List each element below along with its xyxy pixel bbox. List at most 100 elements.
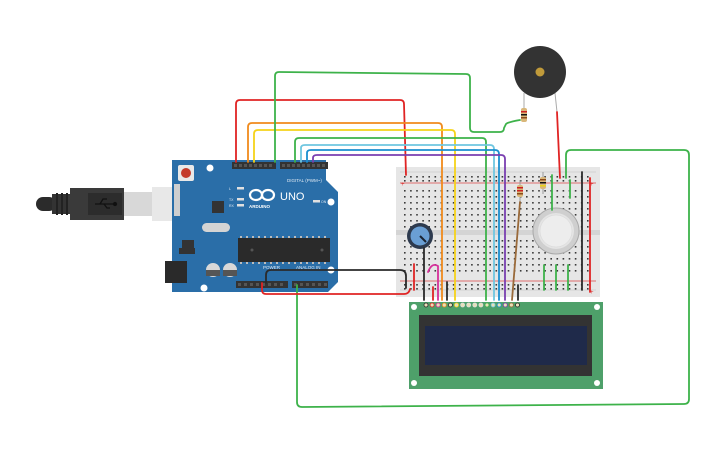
breadboard-hole[interactable] bbox=[550, 270, 552, 272]
breadboard-hole[interactable] bbox=[422, 270, 424, 272]
breadboard-hole[interactable] bbox=[483, 180, 485, 182]
breadboard-hole[interactable] bbox=[446, 176, 449, 178]
breadboard-hole[interactable] bbox=[574, 288, 577, 290]
breadboard-hole[interactable] bbox=[556, 288, 559, 290]
breadboard-hole[interactable] bbox=[458, 284, 461, 286]
wire-pink[interactable] bbox=[427, 263, 439, 301]
breadboard-hole[interactable] bbox=[587, 284, 589, 286]
breadboard-hole[interactable] bbox=[562, 264, 565, 266]
breadboard-hole[interactable] bbox=[483, 246, 485, 248]
breadboard-hole[interactable] bbox=[495, 220, 498, 222]
breadboard-hole[interactable] bbox=[501, 288, 504, 290]
breadboard-hole[interactable] bbox=[544, 264, 546, 266]
breadboard-hole[interactable] bbox=[465, 202, 467, 204]
breadboard-hole[interactable] bbox=[532, 176, 534, 178]
breadboard-hole[interactable] bbox=[477, 202, 479, 204]
breadboard-hole[interactable] bbox=[532, 190, 534, 192]
wire-lightblue[interactable] bbox=[300, 144, 495, 301]
breadboard-hole[interactable] bbox=[574, 180, 577, 182]
breadboard-hole[interactable] bbox=[489, 258, 491, 260]
breadboard-hole[interactable] bbox=[416, 220, 418, 222]
breadboard-hole[interactable] bbox=[532, 288, 534, 290]
breadboard-hole[interactable] bbox=[532, 252, 534, 254]
breadboard-hole[interactable] bbox=[538, 284, 540, 286]
breadboard-hole[interactable] bbox=[538, 252, 540, 254]
breadboard-hole[interactable] bbox=[458, 208, 461, 210]
breadboard-hole[interactable] bbox=[446, 208, 449, 210]
breadboard-hole[interactable] bbox=[404, 214, 406, 216]
breadboard-hole[interactable] bbox=[507, 270, 510, 272]
breadboard-hole[interactable] bbox=[404, 252, 406, 254]
breadboard-hole[interactable] bbox=[501, 220, 504, 222]
breadboard-hole[interactable] bbox=[550, 284, 552, 286]
breadboard-hole[interactable] bbox=[428, 252, 430, 254]
breadboard-hole[interactable] bbox=[404, 180, 406, 182]
breadboard-hole[interactable] bbox=[544, 196, 546, 198]
breadboard-hole[interactable] bbox=[495, 246, 498, 248]
breadboard-hole[interactable] bbox=[416, 208, 418, 210]
breadboard-hole[interactable] bbox=[507, 190, 510, 192]
breadboard-hole[interactable] bbox=[452, 208, 455, 210]
breadboard-hole[interactable] bbox=[495, 190, 498, 192]
breadboard-hole[interactable] bbox=[526, 202, 528, 204]
breadboard-hole[interactable] bbox=[483, 284, 485, 286]
breadboard-hole[interactable] bbox=[507, 214, 510, 216]
lcd-pins[interactable] bbox=[423, 302, 520, 308]
breadboard-hole[interactable] bbox=[513, 246, 516, 248]
breadboard-hole[interactable] bbox=[416, 288, 418, 290]
breadboard-hole[interactable] bbox=[410, 176, 412, 178]
breadboard-hole[interactable] bbox=[422, 190, 424, 192]
breadboard-hole[interactable] bbox=[404, 202, 406, 204]
breadboard-hole[interactable] bbox=[446, 220, 449, 222]
breadboard-hole[interactable] bbox=[495, 288, 498, 290]
breadboard-hole[interactable] bbox=[519, 288, 522, 290]
breadboard-hole[interactable] bbox=[501, 202, 504, 204]
breadboard-hole[interactable] bbox=[483, 220, 485, 222]
lcd-pin[interactable] bbox=[515, 302, 520, 308]
wire-red-5v[interactable] bbox=[235, 99, 407, 176]
breadboard-hole[interactable] bbox=[556, 258, 559, 260]
breadboard-hole[interactable] bbox=[416, 196, 418, 198]
breadboard-hole[interactable] bbox=[544, 252, 546, 254]
breadboard-hole[interactable] bbox=[538, 270, 540, 272]
breadboard-hole[interactable] bbox=[458, 264, 461, 266]
breadboard-hole[interactable] bbox=[587, 258, 589, 260]
breadboard-hole[interactable] bbox=[483, 214, 485, 216]
breadboard-hole[interactable] bbox=[501, 208, 504, 210]
breadboard-hole[interactable] bbox=[526, 226, 528, 228]
breadboard-hole[interactable] bbox=[526, 196, 528, 198]
breadboard-hole[interactable] bbox=[495, 202, 498, 204]
breadboard-hole[interactable] bbox=[532, 264, 534, 266]
breadboard-hole[interactable] bbox=[544, 202, 546, 204]
breadboard-hole[interactable] bbox=[489, 190, 491, 192]
breadboard-hole[interactable] bbox=[489, 270, 491, 272]
breadboard-hole[interactable] bbox=[458, 240, 461, 242]
breadboard-hole[interactable] bbox=[452, 176, 455, 178]
breadboard-hole[interactable] bbox=[410, 284, 412, 286]
breadboard-hole[interactable] bbox=[452, 252, 455, 254]
breadboard-hole[interactable] bbox=[532, 284, 534, 286]
breadboard-hole[interactable] bbox=[416, 270, 418, 272]
breadboard-hole[interactable] bbox=[526, 208, 528, 210]
breadboard-hole[interactable] bbox=[416, 190, 418, 192]
breadboard-hole[interactable] bbox=[507, 252, 510, 254]
breadboard-hole[interactable] bbox=[556, 180, 559, 182]
lcd-pin[interactable] bbox=[508, 302, 514, 308]
breadboard-hole[interactable] bbox=[471, 202, 473, 204]
wire-black-gnd[interactable] bbox=[265, 269, 407, 289]
breadboard-hole[interactable] bbox=[404, 196, 406, 198]
wire-blue[interactable] bbox=[306, 149, 500, 301]
breadboard-hole[interactable] bbox=[526, 220, 528, 222]
lcd-pin[interactable] bbox=[423, 302, 429, 308]
breadboard-hole[interactable] bbox=[434, 208, 437, 210]
breadboard-hole[interactable] bbox=[404, 190, 406, 192]
breadboard-hole[interactable] bbox=[410, 288, 412, 290]
breadboard-hole[interactable] bbox=[477, 284, 479, 286]
breadboard-hole[interactable] bbox=[587, 180, 589, 182]
breadboard-hole[interactable] bbox=[507, 258, 510, 260]
breadboard-hole[interactable] bbox=[507, 196, 510, 198]
breadboard-hole[interactable] bbox=[465, 214, 467, 216]
breadboard-hole[interactable] bbox=[446, 264, 449, 266]
breadboard-hole[interactable] bbox=[538, 208, 540, 210]
